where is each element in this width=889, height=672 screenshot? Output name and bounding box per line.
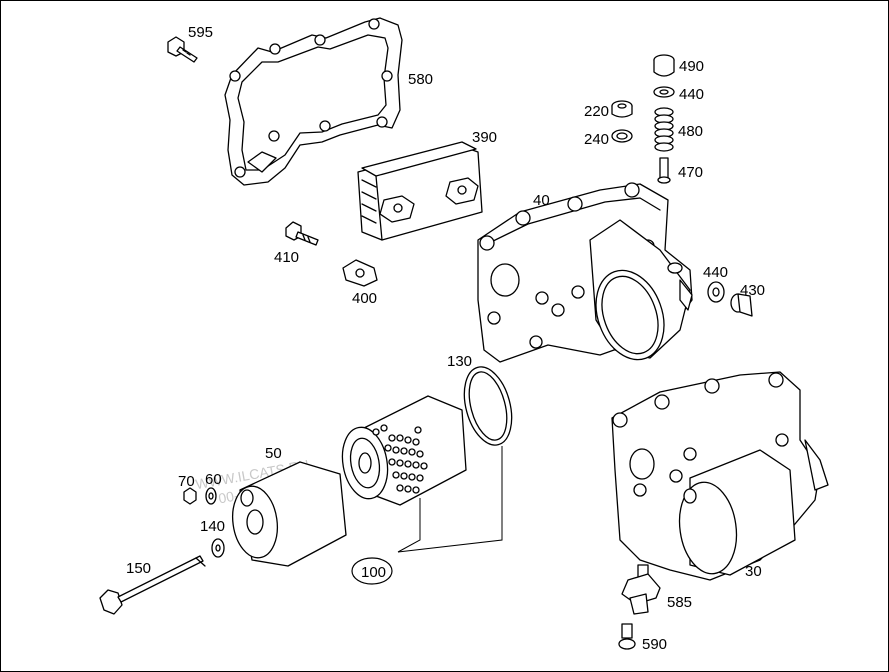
label-490: 490 xyxy=(679,58,704,75)
part-220[interactable] xyxy=(611,100,633,118)
seal-400[interactable] xyxy=(342,259,378,287)
label-70: 70 xyxy=(178,473,195,490)
nut-70[interactable] xyxy=(183,487,197,505)
label-60: 60 xyxy=(205,471,222,488)
plug-430[interactable] xyxy=(730,293,753,317)
bolt-410[interactable] xyxy=(285,221,319,246)
label-390: 390 xyxy=(472,129,497,146)
label-100: 100 xyxy=(361,564,386,581)
label-470: 470 xyxy=(678,164,703,181)
filter-cap-50[interactable] xyxy=(228,461,347,567)
filter-holes xyxy=(372,424,428,494)
label-400: 400 xyxy=(352,290,377,307)
screw-590[interactable] xyxy=(618,623,636,650)
label-440-right: 440 xyxy=(703,264,728,281)
bolt-595[interactable] xyxy=(167,36,198,63)
label-590: 590 xyxy=(642,636,667,653)
leader-100a xyxy=(397,498,421,553)
plug-490[interactable] xyxy=(653,54,675,77)
label-410: 410 xyxy=(274,249,299,266)
washer-60[interactable] xyxy=(205,487,217,505)
washer-440-top[interactable] xyxy=(653,86,675,98)
oil-cooler-390[interactable] xyxy=(357,141,483,241)
label-130: 130 xyxy=(447,353,472,370)
housing-assembly-30[interactable] xyxy=(611,371,829,581)
spring-480[interactable] xyxy=(654,107,674,152)
callout-100-circle xyxy=(351,557,393,585)
part-240[interactable] xyxy=(611,129,633,143)
label-140: 140 xyxy=(200,518,225,535)
label-480: 480 xyxy=(678,123,703,140)
filter-element-100[interactable] xyxy=(337,395,467,506)
pin-470[interactable] xyxy=(657,157,671,184)
label-50: 50 xyxy=(265,445,282,462)
sensor-585[interactable] xyxy=(621,564,661,615)
label-240: 240 xyxy=(584,131,609,148)
washer-140[interactable] xyxy=(211,538,225,558)
label-40: 40 xyxy=(533,192,550,209)
label-580: 580 xyxy=(408,71,433,88)
label-595: 595 xyxy=(188,24,213,41)
housing-40[interactable] xyxy=(477,182,693,369)
label-430: 430 xyxy=(740,282,765,299)
part-labels: 595 580 390 410 400 490 440 220 480 240 … xyxy=(126,24,765,653)
o-ring-130[interactable] xyxy=(456,362,519,451)
gasket-580[interactable] xyxy=(224,17,403,186)
label-440-top: 440 xyxy=(679,86,704,103)
bolt-150[interactable] xyxy=(99,555,206,615)
leader-100b xyxy=(397,446,503,553)
label-585: 585 xyxy=(667,594,692,611)
label-220: 220 xyxy=(584,103,609,120)
washer-440-right[interactable] xyxy=(707,281,725,303)
label-30: 30 xyxy=(745,563,762,580)
label-150: 150 xyxy=(126,560,151,577)
